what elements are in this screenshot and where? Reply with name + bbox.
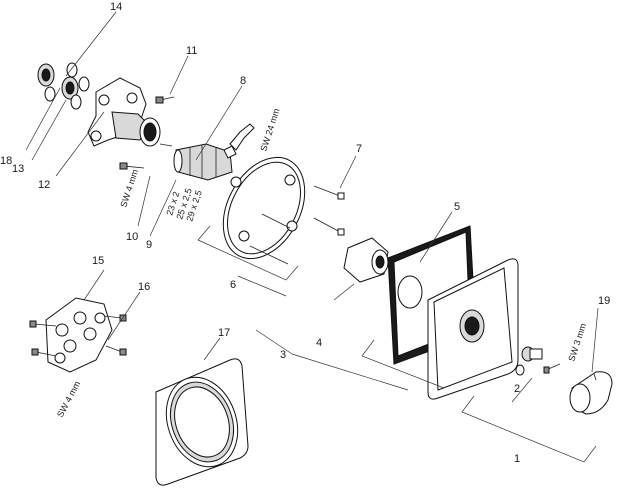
note-sw4-bottom: SW 4 mm: [55, 379, 82, 419]
callout-18: 18: [0, 155, 12, 167]
callout-15: 15: [92, 255, 104, 267]
handle-19: [569, 371, 613, 415]
extension-sleeve-4: [343, 237, 389, 283]
callout-1: 1: [514, 453, 520, 465]
callout-6: 6: [230, 279, 236, 291]
wrench-sw24: [223, 123, 255, 159]
leader-lines: [25, 11, 599, 463]
screw-11: [155, 96, 175, 104]
callout-11: 11: [186, 45, 197, 57]
callout-16: 16: [138, 281, 150, 293]
mounting-plate-6: [222, 156, 306, 265]
note-sw3: SW 3 mm: [566, 322, 588, 363]
callout-9: 9: [146, 239, 152, 251]
extension-frame-17: [155, 358, 249, 486]
callout-2: 2: [514, 383, 520, 395]
pin-10: [159, 143, 173, 147]
callout-5: 5: [454, 201, 460, 213]
callout-13: 13: [12, 163, 24, 175]
note-sw4-top: SW 4 mm: [118, 168, 140, 209]
manifold-15: [45, 297, 113, 373]
callout-19: 19: [598, 295, 610, 307]
screws-7: [313, 185, 345, 236]
cover-plate: [427, 258, 519, 400]
adapter-2: [515, 346, 561, 376]
callout-8: 8: [240, 75, 246, 87]
callout-14: 14: [110, 1, 122, 13]
callout-12: 12: [38, 179, 50, 191]
screw-sw4-top: [119, 162, 145, 170]
callout-7: 7: [356, 143, 362, 155]
valve-body-12: [87, 77, 161, 147]
callout-17: 17: [218, 327, 230, 339]
callout-4: 4: [316, 337, 322, 349]
callout-3: 3: [280, 349, 286, 361]
note-sw24: SW 24 mm: [258, 107, 281, 152]
cartridge-nuts-13-14: [37, 62, 90, 110]
callout-10: 10: [126, 231, 138, 243]
callout-labels: 14 11 8 7 5 18 13 12 10 9 6 4 3 2 19 15 …: [0, 1, 610, 465]
